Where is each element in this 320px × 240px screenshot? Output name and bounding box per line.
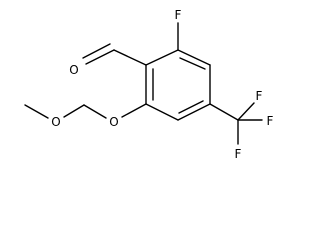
bond-o-ch2	[83, 104, 107, 119]
benzene-ring	[145, 49, 211, 121]
bond-c6-o	[121, 103, 147, 118]
ring-bond-c2-c3-inner	[179, 57, 206, 70]
ring-bond-c2-c3	[177, 49, 211, 66]
ring-bond-c4-c5	[177, 103, 211, 121]
bond-cf3-f-top	[237, 102, 255, 121]
bond-cho-o	[85, 49, 115, 65]
atom-f-cf3-right: F	[267, 114, 274, 128]
ring-bond-c4-c5-inner	[178, 100, 204, 114]
atom-f-cf3-bottom: F	[235, 147, 242, 161]
ring-bond-c1-c2	[145, 49, 179, 66]
atom-o-methoxy: O	[51, 115, 60, 129]
atom-f-ring: F	[175, 8, 182, 22]
bond-o-ch3	[24, 104, 49, 119]
atom-o-aldehyde: O	[69, 63, 78, 77]
bond-c4-cf3	[209, 103, 239, 121]
bond-cho-o-double	[82, 43, 111, 59]
ring-bond-c5-c6	[145, 103, 179, 121]
chemical-structure: F O O O F F F	[24, 8, 274, 161]
bond-c1-cho	[113, 49, 147, 66]
atom-o-ether: O	[109, 115, 118, 129]
atom-f-cf3-top: F	[256, 89, 263, 103]
bond-ch2-o	[63, 104, 85, 118]
